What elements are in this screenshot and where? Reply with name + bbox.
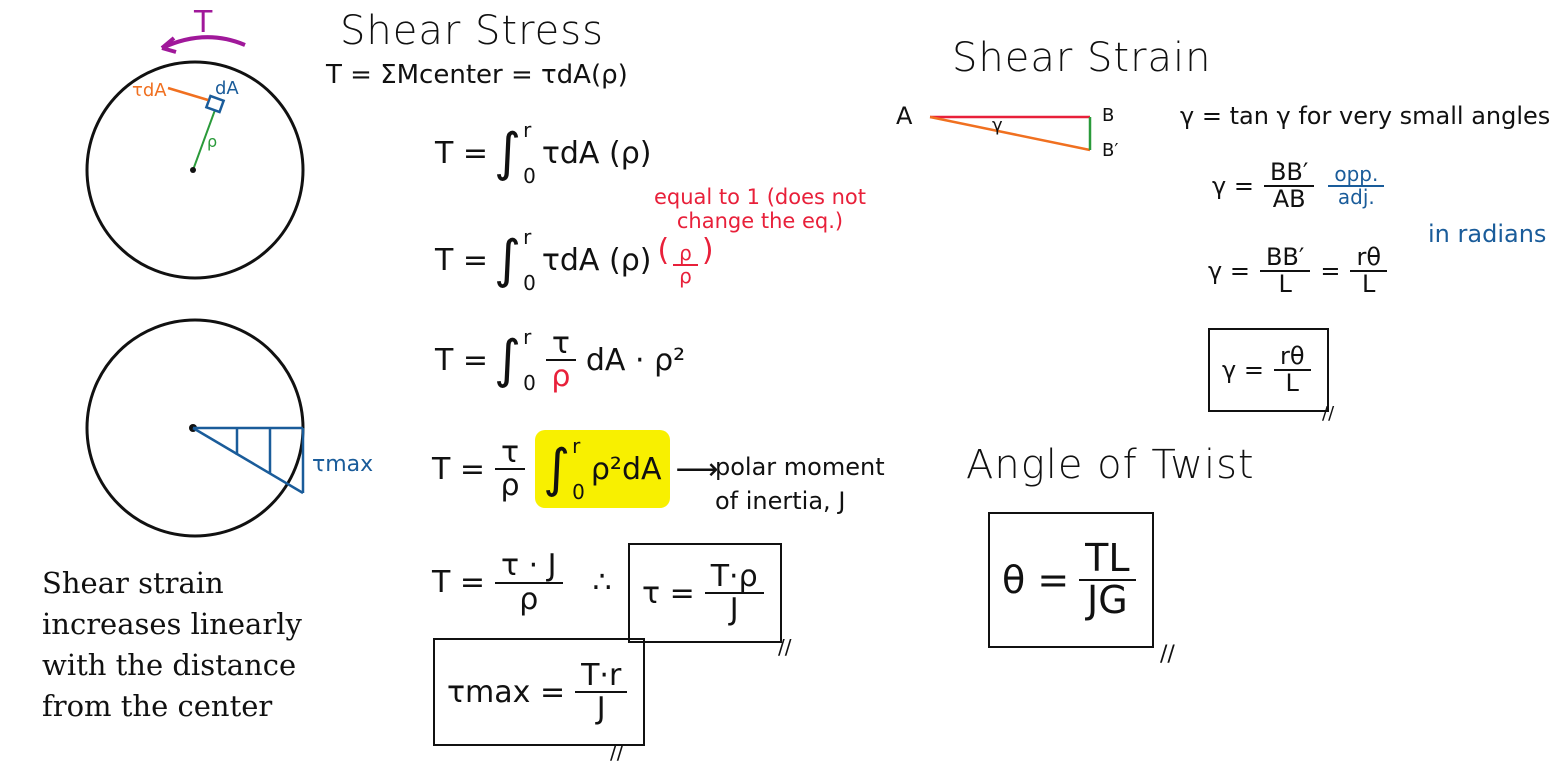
opp: opp. [1328, 164, 1385, 188]
gamma-eq-1: γ = BB′AB opp.adj. [1212, 159, 1388, 214]
num: ρ [673, 243, 698, 266]
t: T = [435, 342, 488, 378]
lower: 0 [572, 480, 585, 504]
da-label: dA [215, 78, 239, 99]
den: ρ [500, 468, 520, 503]
arrow-icon: ⟶ [675, 451, 719, 487]
den: AB [1272, 185, 1306, 214]
num: T·r [575, 659, 628, 693]
num: rθ [1350, 244, 1388, 273]
lhs: τmax = [447, 674, 566, 710]
num: BB′ [1263, 159, 1315, 188]
den: ρ [551, 359, 571, 394]
den: ρ [519, 581, 539, 617]
upper: r [523, 118, 532, 142]
tau-da-arrow [167, 86, 209, 102]
lhs: γ = [1212, 172, 1254, 201]
eq-torque-sum: T = ΣMcenter = τdA(ρ) [326, 60, 628, 90]
rho-label: ρ [207, 132, 218, 151]
point-b: B [1102, 105, 1115, 126]
upper: r [523, 325, 532, 349]
t: T = [432, 565, 485, 600]
upper: r [572, 434, 581, 458]
radians-note: in radians [1428, 220, 1547, 248]
shear-stress-title: Shear Stress [340, 8, 604, 54]
integral: ∫ [494, 230, 522, 290]
tail: dA · ρ² [585, 342, 686, 378]
den: L [1278, 270, 1292, 299]
num: τ · J [495, 550, 563, 584]
end-mark: // [1322, 403, 1335, 424]
eq-integral-1: T =∫ r 0 τdA (ρ) [435, 118, 651, 188]
lower: 0 [523, 371, 536, 395]
t: T = [432, 451, 485, 487]
lower: 0 [523, 271, 536, 295]
lhs: γ = [1208, 257, 1250, 286]
body: τdA (ρ) [541, 135, 652, 171]
num: τ [495, 436, 526, 470]
den: L [1362, 270, 1376, 299]
tau-max-label: τmax [312, 452, 374, 477]
den: J [729, 592, 739, 627]
shear-stress-profile [192, 426, 305, 495]
lhs: τ = [642, 575, 695, 611]
t: T = [435, 135, 488, 171]
integral: ∫ [494, 330, 522, 390]
body: τdA (ρ) [541, 242, 652, 278]
point-b-prime: B′ [1102, 140, 1119, 161]
shaft-cross-section-bottom [85, 318, 305, 538]
end-mark: // [1160, 642, 1175, 667]
den: ρ [679, 264, 692, 288]
lhs: γ = [1222, 356, 1264, 384]
rho-line [192, 109, 216, 171]
point-a: A [896, 102, 913, 130]
tau-da-label: τdA [132, 80, 167, 101]
caption: Shear strain increases linearly with the… [42, 566, 302, 723]
num: BB′ [1259, 244, 1311, 273]
torque-label: T [194, 5, 213, 40]
den: JG [1087, 578, 1128, 622]
num: TL [1079, 538, 1136, 581]
lower: 0 [523, 164, 536, 188]
end-mark: // [610, 740, 624, 764]
integral: ∫ [494, 123, 522, 183]
torque-arrow [161, 35, 246, 50]
num: τ [545, 327, 576, 361]
angle-of-twist-title: Angle of Twist [966, 442, 1255, 488]
integral: ∫ [543, 439, 571, 499]
gamma-angle: γ [992, 115, 1003, 136]
shaft-cross-section-top [85, 35, 305, 280]
shear-strain-title: Shear Strain [952, 35, 1212, 81]
equal-to-one-note: equal to 1 (does not change the eq.) [653, 185, 867, 233]
polar-integral: ρ²dA [590, 451, 662, 487]
tan-note: γ = tan γ for very small angles [1180, 102, 1551, 130]
da-element [204, 94, 226, 114]
end-mark: // [778, 635, 792, 659]
adj: adj. [1337, 185, 1375, 210]
t: T = [435, 242, 488, 278]
num: T·ρ [704, 560, 764, 594]
den: L [1285, 369, 1299, 397]
den: J [596, 691, 606, 726]
upper: r [523, 225, 532, 249]
strain-triangle [929, 115, 1092, 152]
num: rθ [1273, 343, 1311, 371]
equals: = [1320, 257, 1341, 286]
lhs: θ = [1002, 558, 1070, 602]
therefore-symbol: ∴ [592, 565, 612, 600]
polar-moment-note: polar moment of inertia, J [715, 453, 885, 515]
